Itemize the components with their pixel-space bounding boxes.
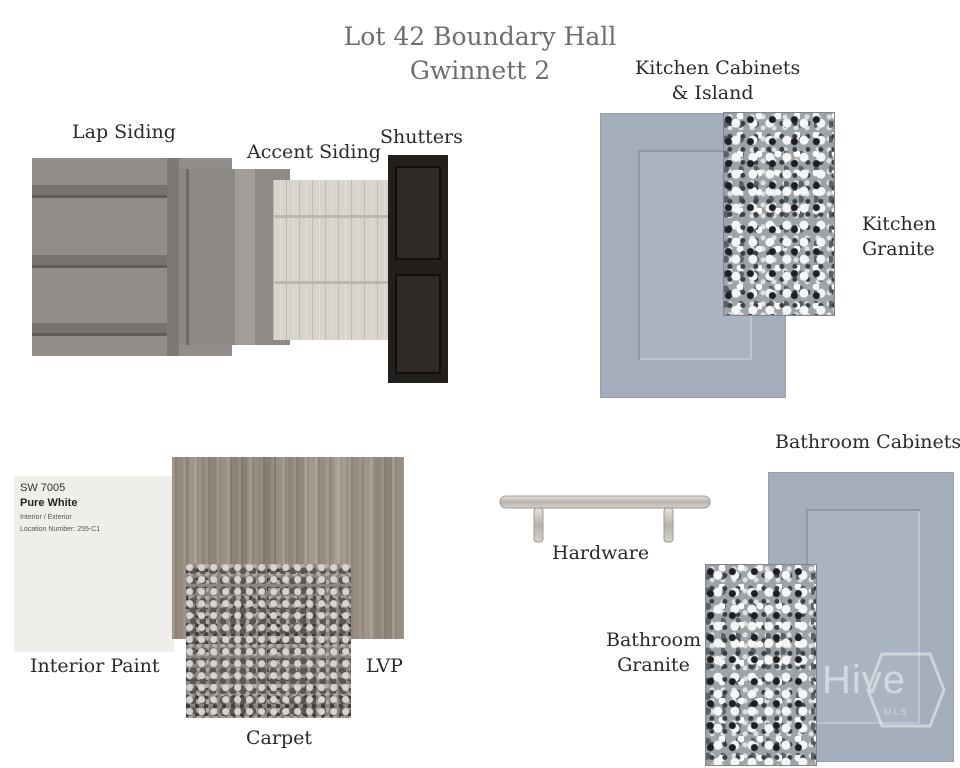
lvp-label: LVP <box>366 655 403 677</box>
kitchen-granite-label-line-1: Kitchen <box>862 213 937 235</box>
kitchen-cabinets-label-line-1: Kitchen Cabinets <box>635 57 801 79</box>
hive-wordmark: Hive <box>822 658 907 702</box>
kitchen-granite-label: Kitchen Granite <box>862 212 936 261</box>
bathroom-cabinets-label: Bathroom Cabinets <box>775 431 960 453</box>
kitchen-granite-swatch <box>724 113 834 315</box>
kitchen-cabinets-label-line-2: & Island <box>671 81 754 104</box>
interior-paint-label: Interior Paint <box>30 655 160 677</box>
lap-siding-swatch <box>32 158 290 356</box>
bathroom-cabinet-door-panel <box>806 509 920 724</box>
hexagon-logo-icon <box>866 652 946 728</box>
paint-chip-location: Location Number: 255-C1 <box>20 526 101 533</box>
shutters-label: Shutters <box>380 126 463 148</box>
board-title: Lot 42 Boundary Hall Gwinnett 2 <box>0 20 960 87</box>
accent-siding-swatch <box>273 180 393 340</box>
paint-chip-code: SW 7005 <box>20 482 66 494</box>
bathroom-granite-label-line-1: Bathroom <box>606 629 702 651</box>
paint-chip-swatch: SW 7005 Pure White Interior / Exterior L… <box>14 476 174 652</box>
exterior-siding-swatches <box>32 155 448 383</box>
title-line-2: Gwinnett 2 <box>409 55 551 85</box>
shutter-swatch <box>388 155 448 383</box>
hardware-label: Hardware <box>552 542 650 564</box>
paint-chip-name: Pure White <box>20 497 78 509</box>
mls-wordmark: MLS <box>884 707 909 717</box>
kitchen-granite-label-line-2: Granite <box>862 237 935 260</box>
bathroom-granite-label: Bathroom Granite <box>606 628 701 677</box>
accent-siding-label: Accent Siding <box>247 141 381 163</box>
paint-chip-usage: Interior / Exterior <box>20 514 72 521</box>
carpet-label: Carpet <box>246 727 312 749</box>
bathroom-granite-swatch <box>706 565 816 765</box>
lap-siding-label: Lap Siding <box>72 121 176 143</box>
bathroom-granite-label-line-2: Granite <box>617 653 690 676</box>
hardware-pull-swatch <box>499 495 711 543</box>
kitchen-cabinets-label: Kitchen Cabinets & Island <box>635 56 801 105</box>
carpet-swatch <box>186 564 351 718</box>
title-line-1: Lot 42 Boundary Hall <box>343 22 617 51</box>
hive-mls-watermark: Hive MLS <box>820 650 950 730</box>
